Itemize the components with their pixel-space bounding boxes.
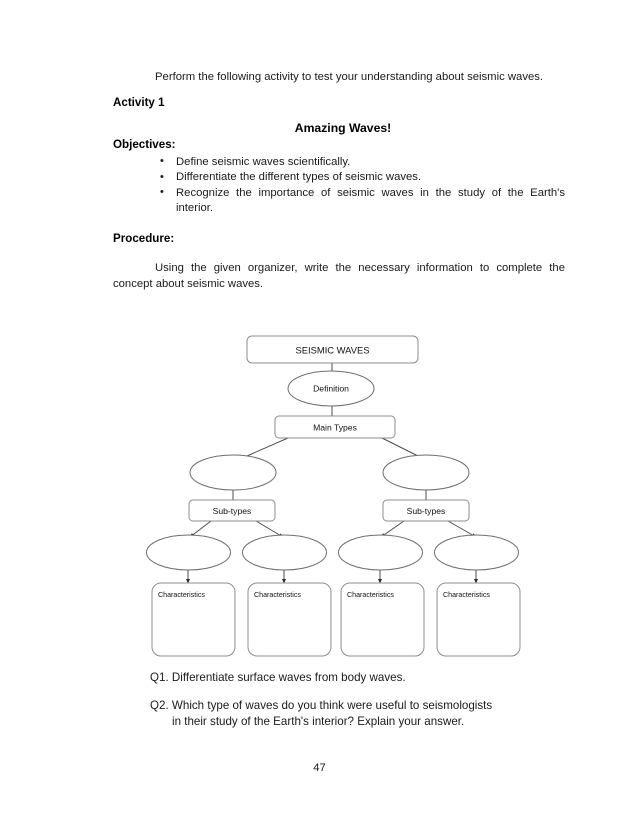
spacer	[113, 86, 565, 95]
connector-subtypes-right-to-ellipse-4	[447, 520, 477, 538]
procedure-heading: Procedure:	[113, 231, 175, 245]
procedure-paragraph: Using the given organizer, write the nec…	[113, 261, 565, 290]
characteristics-box-3[interactable]	[340, 582, 425, 657]
blank-ellipse-subtype-2[interactable]	[242, 534, 327, 571]
blank-ellipse-subtype-3[interactable]	[338, 534, 423, 571]
activity-title: Amazing Waves!	[294, 120, 392, 135]
node-main-types-box[interactable]	[274, 415, 396, 439]
objective-item: Define seismic waves scientifically.	[160, 154, 565, 171]
node-subtypes-right-label: Sub-types	[407, 506, 446, 516]
blank-ellipse-subtype-1[interactable]	[146, 534, 231, 571]
objectives-heading: Objectives:	[113, 137, 176, 151]
node-seismic-waves-box[interactable]	[246, 335, 419, 364]
node-main-types-label: Main Types	[313, 423, 357, 433]
objective-item: Differentiate the different types of sei…	[160, 170, 565, 186]
characteristics-box-1[interactable]	[151, 582, 236, 657]
spacer	[113, 217, 565, 231]
document-body: Perform the following activity to test y…	[113, 70, 565, 292]
question-1: Q1. Differentiate surface waves from bod…	[150, 670, 570, 686]
blank-ellipse-subtype-4[interactable]	[434, 534, 519, 571]
connector-subtypes-right-to-ellipse-3	[380, 520, 405, 538]
connector-subtypes-left-to-ellipse-2	[255, 520, 284, 538]
questions-section: Q1. Differentiate surface waves from bod…	[150, 670, 570, 742]
intro-paragraph: Perform the following activity to test y…	[155, 71, 544, 83]
characteristics-box-4[interactable]	[436, 582, 521, 657]
blank-ellipse-surface-waves[interactable]	[382, 454, 470, 491]
node-definition-label: Definition	[313, 384, 349, 394]
question-1-text: Differentiate surface waves from body wa…	[171, 671, 406, 684]
connector-subtypes-left-to-ellipse-1	[189, 520, 212, 538]
characteristics-label-3: Characteristics	[347, 591, 394, 599]
characteristics-box-2[interactable]	[247, 582, 332, 657]
activity-heading: Activity 1	[113, 95, 165, 109]
objectives-list: Define seismic waves scientifically. Dif…	[113, 154, 565, 217]
characteristics-label-4: Characteristics	[443, 591, 490, 599]
question-1-number: Q1.	[150, 671, 169, 684]
blank-ellipse-body-waves[interactable]	[189, 454, 277, 491]
connector-maintypes-to-right-ellipse	[381, 437, 425, 460]
node-seismic-waves-label: SEISMIC WAVES	[296, 345, 370, 356]
page-number: 47	[313, 762, 326, 774]
node-subtypes-left-label: Sub-types	[213, 506, 252, 516]
question-2-text-continued: in their study of the Earth's interior? …	[172, 715, 465, 728]
objective-item: Recognize the importance of seismic wave…	[160, 185, 565, 217]
connector-maintypes-to-left-ellipse	[239, 437, 289, 460]
node-subtypes-left-box[interactable]	[188, 499, 276, 522]
node-definition-ellipse[interactable]	[287, 370, 375, 407]
question-2-number: Q2.	[150, 699, 169, 712]
spacer	[113, 111, 565, 120]
spacer	[113, 247, 565, 261]
node-subtypes-right-box[interactable]	[382, 499, 470, 522]
characteristics-label-1: Characteristics	[158, 591, 205, 599]
question-2: Q2. Which type of waves do you think wer…	[150, 698, 570, 730]
characteristics-label-2: Characteristics	[254, 591, 301, 599]
question-2-text: Which type of waves do you think were us…	[171, 699, 493, 712]
